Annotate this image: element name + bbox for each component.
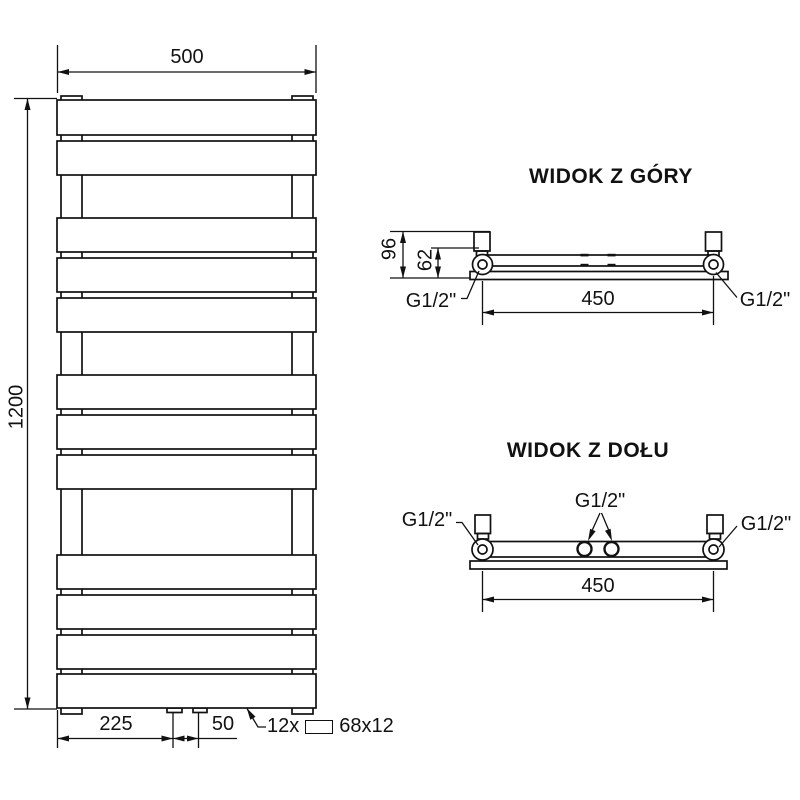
collector-bar [481,254,715,267]
connection-circle [702,253,725,276]
front-dimensions [14,45,317,748]
wall-bracket [704,231,723,252]
radiator-panel [56,594,317,630]
dim-depth-62: 62 [414,248,437,272]
connection-bore [708,544,719,555]
wall-bracket [706,514,724,535]
panel-edge-plate [469,270,729,281]
top-view-dimensions [390,230,738,325]
profile-count-label: 12x [267,715,300,737]
bracket-connector [708,532,722,540]
radiator-panel [56,217,317,253]
dim-offset-225: 225 [99,713,133,735]
dim-span-450-bottom: 450 [581,575,615,597]
bottom-view [469,514,728,570]
top-view-arrowheads [400,231,714,316]
radiator-panel [56,554,317,590]
bottom-view-title: WIDOK Z DOŁU [506,439,670,462]
center-connection-circle [576,540,593,558]
extension-line [481,276,715,325]
radiator-panel [56,673,317,709]
top-view [469,231,729,281]
radiator-panel [56,634,317,670]
radiator-panel [56,140,317,176]
profile-size-label: 68x12 [339,715,394,737]
bottom-view-dimensions [456,512,738,612]
connection-bore [477,544,488,555]
extension-line [481,571,715,612]
center-connection-circle [603,540,620,558]
front-arrowheads [24,69,316,742]
leader-g12-right [715,272,738,298]
connection-label-right-bottom: G1/2" [740,513,792,535]
connection-circle [702,538,725,561]
connection-bore [708,259,719,270]
extension-line [56,710,200,748]
connection-label-left-bottom: G1/2" [401,509,453,531]
collector-bar [481,540,715,558]
leader-g12-left [456,521,479,546]
radiator-panel [56,297,317,333]
radiator-panel [56,454,317,490]
connection-label-left-top: G1/2" [405,290,457,312]
connection-circle [471,538,494,561]
dim-depth-96: 96 [378,237,401,261]
radiator-panel [56,414,317,450]
center-connection-marks [580,253,616,267]
connection-bore [477,259,488,270]
extension-line [14,97,57,710]
leader-g12-right [718,525,738,548]
bottom-view-arrowheads [482,528,714,603]
front-view [56,95,317,715]
panel-group [56,99,317,709]
radiator-panel [56,257,317,293]
top-view-title: WIDOK Z GÓRY [529,165,693,188]
radiator-panel [56,99,317,136]
extension-line [56,45,317,93]
leader-g12-center [600,512,611,533]
wall-bracket [474,514,492,535]
panel-edge-plate [469,560,728,570]
connection-label-right-top: G1/2" [739,289,791,311]
connection-label-center-bottom: G1/2" [574,490,626,512]
dim-height-1200: 1200 [5,384,28,430]
profile-rect-symbol [305,719,334,734]
profile-callout: 12x 68x12 [267,716,394,737]
dim-width-500: 500 [170,46,204,68]
leader-g12-left [461,270,480,300]
dim-span-450-top: 450 [581,288,615,310]
connection-circle [471,253,494,276]
radiator-panel [56,374,317,410]
dim-spacing-50: 50 [211,713,235,735]
